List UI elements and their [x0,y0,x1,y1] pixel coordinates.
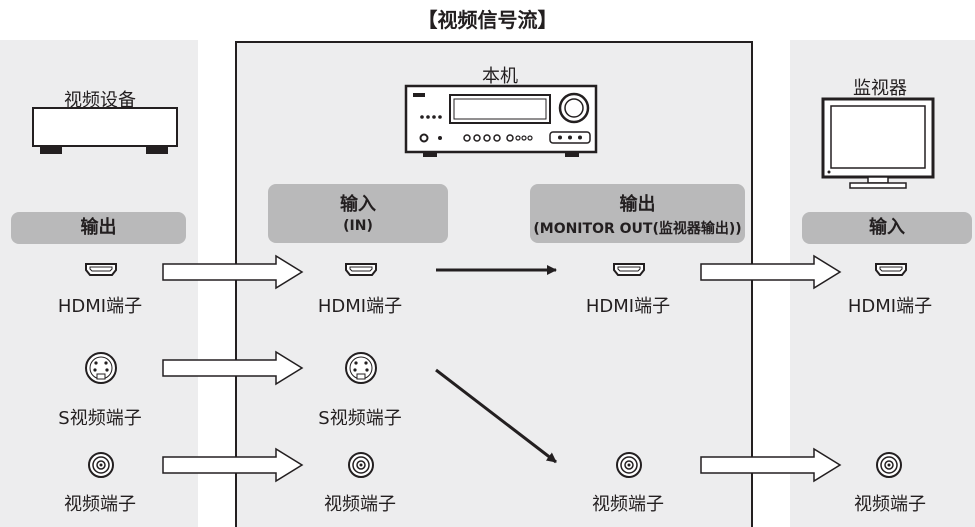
video-device-icon [32,107,178,154]
svideo-cable-arrow [162,350,304,386]
source-output-header: 输出 [11,212,186,244]
hdmi-icon [85,263,117,276]
monitor-hdmi-cable-arrow [700,254,842,290]
source-video-label: 视频端子 [64,494,136,515]
diagram-title: 【视频信号流】 [417,8,558,32]
source-hdmi-label: HDMI端子 [57,296,143,317]
s-video-icon [85,352,117,384]
monitor-hdmi-label: HDMI端子 [847,296,933,317]
hdmi-icon [345,263,377,276]
unit-input-header-sub: (IN) [343,218,373,234]
unit-input-header-text: 输入 [340,194,376,215]
receiver-icon [404,84,598,157]
monitor-video-label: 视频端子 [854,494,926,515]
unit-out-video-label: 视频端子 [592,494,664,515]
unit-output-header-sub: (MONITOR OUT(监视器输出)) [533,221,742,237]
rca-video-icon [348,452,374,478]
monitor-icon [821,97,935,189]
monitor-label: 监视器 [853,78,907,99]
rca-video-icon [876,452,902,478]
unit-label: 本机 [482,66,518,87]
unit-in-svideo-label: S视频端子 [318,408,402,429]
monitor-video-cable-arrow [700,447,842,483]
source-svideo-label: S视频端子 [58,408,142,429]
unit-input-header: 输入 (IN) [268,184,448,243]
hdmi-cable-arrow [162,254,304,290]
unit-output-header: 输出 (MONITOR OUT(监视器输出)) [530,184,745,243]
hdmi-icon [613,263,645,276]
unit-in-hdmi-label: HDMI端子 [317,296,403,317]
unit-in-video-label: 视频端子 [324,494,396,515]
source-output-header-text: 输出 [80,217,117,238]
svideo-to-video-arrow [435,368,557,464]
source-device-label: 视频设备 [64,90,136,111]
unit-output-header-text: 输出 [619,194,656,215]
monitor-input-header: 输入 [802,212,972,244]
video-cable-arrow [162,447,304,483]
rca-video-icon [616,452,642,478]
rca-video-icon [88,452,114,478]
unit-out-hdmi-label: HDMI端子 [585,296,671,317]
hdmi-icon [875,263,907,276]
monitor-input-header-text: 输入 [869,217,905,238]
s-video-icon [345,352,377,384]
